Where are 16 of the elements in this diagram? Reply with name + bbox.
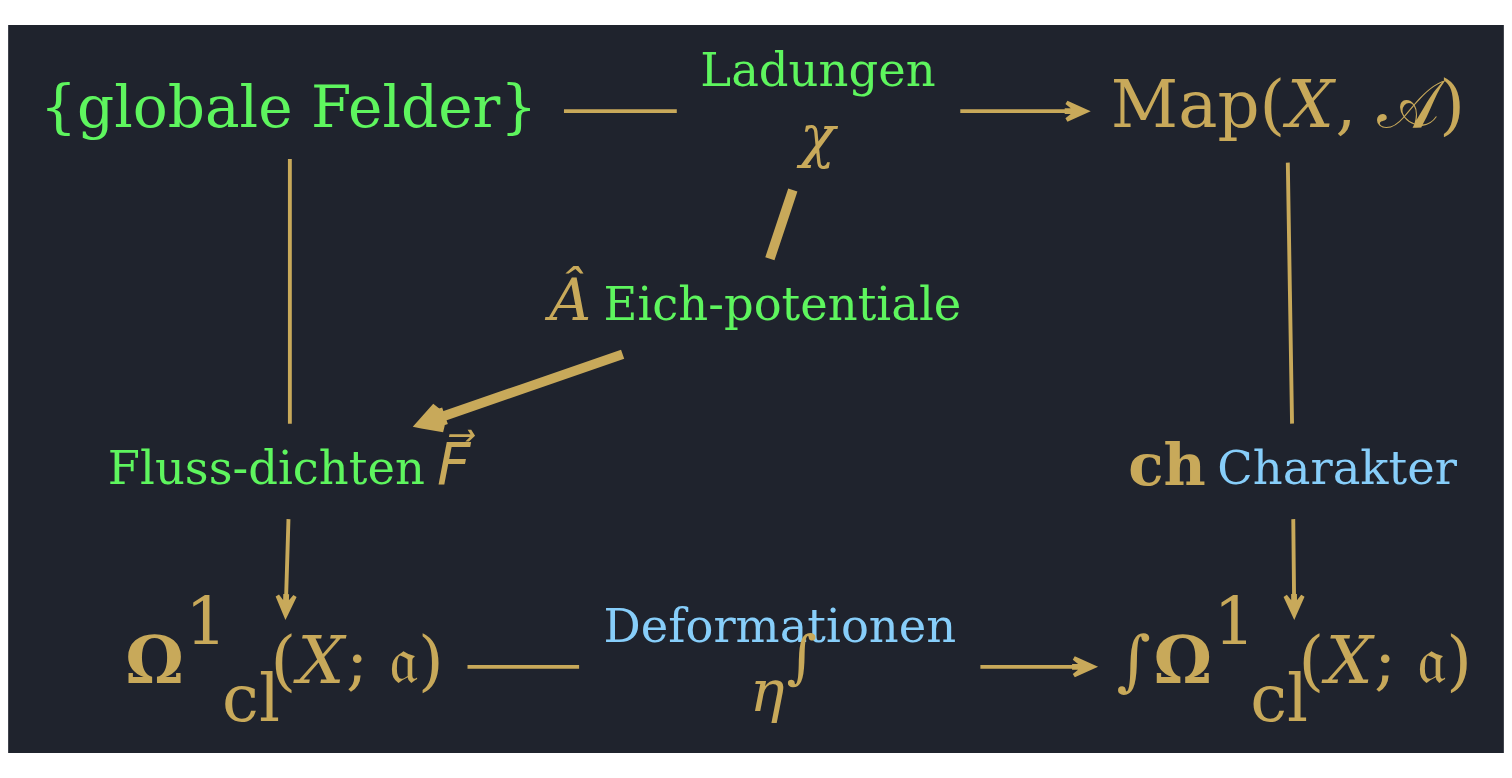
node-label: Eich-potentiale <box>603 276 962 331</box>
connector <box>765 188 798 261</box>
connector <box>467 664 580 669</box>
arrow <box>960 100 1088 122</box>
arrow <box>1283 519 1305 618</box>
node-label: Fluss-dichten <box>107 441 425 496</box>
arrow <box>275 519 297 618</box>
node-text: {globale Felder} <box>40 72 538 141</box>
connector <box>563 109 677 114</box>
node-label: Charakter <box>1217 441 1457 496</box>
connector <box>1285 162 1294 424</box>
node-text: ch <box>1128 429 1206 499</box>
connector <box>287 158 292 424</box>
node-text: Map(X, 𝒜) <box>1110 66 1465 144</box>
arrow <box>980 656 1096 678</box>
node-label: Ladungen <box>700 43 936 98</box>
